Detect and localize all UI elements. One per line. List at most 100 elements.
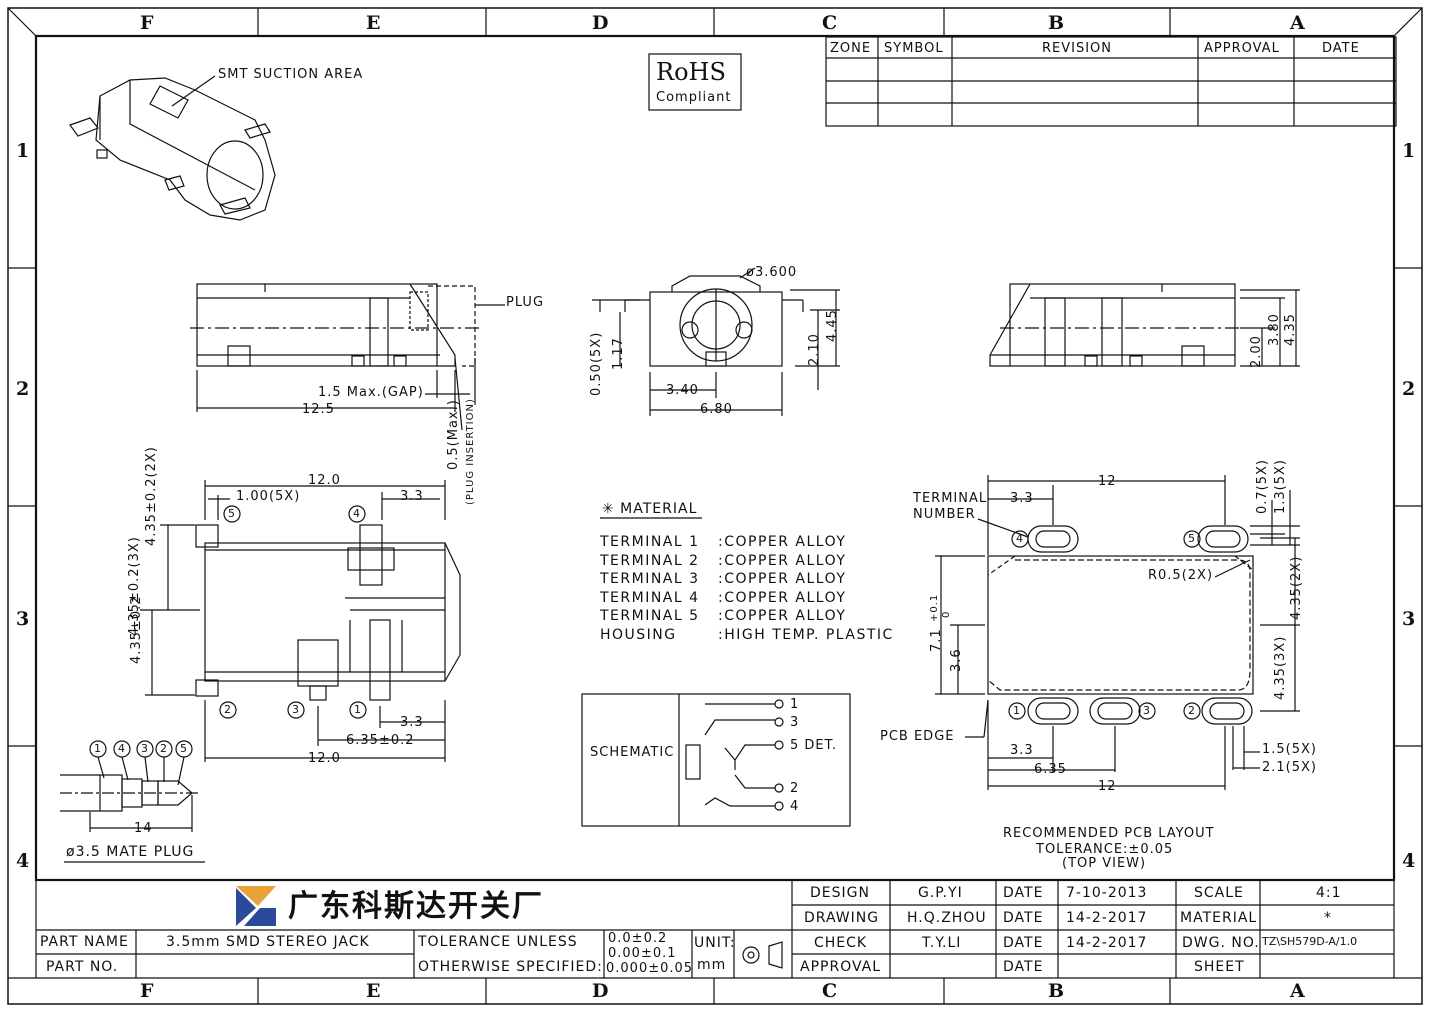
rohs-title: RoHS bbox=[656, 58, 726, 86]
front-dim-210: 2.10 bbox=[807, 333, 822, 366]
zone-bottom-d: D bbox=[592, 980, 609, 1002]
drawing-date: 14-2-2017 bbox=[1066, 910, 1148, 926]
company-name: 广东科斯达开关厂 bbox=[288, 889, 544, 924]
pad-1-label: 1 bbox=[1013, 704, 1021, 717]
pcb-dim-07: 0.7(5X) bbox=[1255, 459, 1270, 514]
material-row: TERMINAL 3:COPPER ALLOY bbox=[600, 571, 894, 590]
top-dim-12: 12.0 bbox=[308, 473, 341, 488]
zone-top-a: A bbox=[1290, 12, 1305, 34]
terminal-number-label-1: TERMINAL bbox=[913, 491, 988, 506]
design-date: 7-10-2013 bbox=[1066, 885, 1148, 901]
material-name: TERMINAL 3 bbox=[600, 571, 700, 587]
company-logo bbox=[236, 886, 276, 926]
top-dim-33-bottom: 3.3 bbox=[400, 715, 424, 730]
front-dim-680: 6.80 bbox=[700, 402, 733, 417]
pad-4-label: 4 bbox=[1016, 532, 1024, 545]
material-title: ✳ MATERIAL bbox=[602, 501, 698, 517]
pcb-dim-13: 1.3(5X) bbox=[1273, 459, 1288, 514]
right-dim-200: 2.00 bbox=[1249, 335, 1264, 368]
terminal-3-label: 3 bbox=[292, 703, 300, 716]
check-date: 14-2-2017 bbox=[1066, 935, 1148, 951]
rev-header-zone: ZONE bbox=[830, 41, 872, 56]
zone-top-d: D bbox=[592, 12, 609, 34]
length-dim: 12.5 bbox=[302, 402, 335, 417]
terminal-1-label: 1 bbox=[354, 703, 362, 716]
check-by: T.Y.LI bbox=[922, 935, 962, 951]
terminal-number-label-2: NUMBER bbox=[913, 507, 976, 522]
zone-bottom-e: E bbox=[366, 980, 381, 1002]
right-dim-435: 4.35 bbox=[1283, 313, 1298, 346]
design-label: DESIGN bbox=[810, 885, 870, 901]
tolerance-value-1: 0.0±0.2 bbox=[608, 931, 668, 946]
terminal-5-label: 5 bbox=[228, 507, 236, 520]
insertion-note: (PLUG INSERTION) bbox=[465, 398, 476, 505]
pcb-r05: R0.5(2X) bbox=[1148, 568, 1214, 583]
rev-header-approval: APPROVAL bbox=[1204, 41, 1280, 56]
scale-label: SCALE bbox=[1194, 885, 1244, 901]
insertion-dim: 0.5(Max.) bbox=[446, 399, 461, 470]
design-date-label: DATE bbox=[1003, 885, 1044, 901]
front-dim-117: 1.17 bbox=[611, 337, 626, 370]
material-name: HOUSING bbox=[600, 626, 677, 643]
part-name-value: 3.5mm SMD STEREO JACK bbox=[166, 934, 370, 950]
zone-bottom-c: C bbox=[822, 980, 838, 1002]
zone-top-e: E bbox=[366, 12, 381, 34]
zone-left-2: 2 bbox=[16, 378, 30, 400]
tolerance-line-1: TOLERANCE UNLESS bbox=[418, 934, 578, 950]
terminal-2-label: 2 bbox=[224, 703, 232, 716]
zone-bottom-a: A bbox=[1290, 980, 1305, 1002]
pcb-dim-33-top: 3.3 bbox=[1010, 491, 1034, 506]
zone-right-2: 2 bbox=[1402, 378, 1416, 400]
zone-right-3: 3 bbox=[1402, 608, 1416, 630]
pcb-dim-635: 6.35 bbox=[1034, 762, 1067, 777]
pcb-caption-2: TOLERANCE:±0.05 bbox=[1036, 842, 1174, 857]
top-dim-635: 6.35±0.2 bbox=[346, 733, 415, 748]
dwg-no-value: TZ\SH579D-A/1.0 bbox=[1262, 935, 1358, 948]
top-dim-33: 3.3 bbox=[400, 489, 424, 504]
suction-area-callout: SMT SUCTION AREA bbox=[218, 67, 364, 82]
mate-plug-caption: ø3.5 MATE PLUG bbox=[66, 844, 195, 860]
check-date-label: DATE bbox=[1003, 935, 1044, 951]
unit-value: mm bbox=[697, 957, 727, 973]
schematic-label: SCHEMATIC bbox=[590, 745, 675, 760]
zone-bottom-f: F bbox=[140, 980, 154, 1002]
tolerance-value-2: 0.00±0.1 bbox=[608, 946, 677, 961]
material-value: :COPPER ALLOY bbox=[718, 534, 847, 550]
material-row: TERMINAL 1:COPPER ALLOY bbox=[600, 534, 894, 553]
pcb-dim-36: 3.6 bbox=[949, 648, 964, 672]
plug-num-5: 5 bbox=[180, 742, 188, 755]
zone-top-f: F bbox=[140, 12, 154, 34]
material-row: HOUSING:HIGH TEMP. PLASTIC bbox=[600, 627, 894, 646]
right-dim-380: 3.80 bbox=[1267, 313, 1282, 346]
gap-dim: 1.5 Max.(GAP) bbox=[318, 385, 424, 400]
schematic-pin-3: 3 bbox=[790, 715, 800, 730]
zone-left-3: 3 bbox=[16, 608, 30, 630]
drawing-label: DRAWING bbox=[804, 910, 880, 926]
schematic-pin-1: 1 bbox=[790, 697, 800, 712]
material-name: TERMINAL 2 bbox=[600, 552, 700, 569]
approval-label: APPROVAL bbox=[800, 959, 882, 975]
top-dim-12-bottom: 12.0 bbox=[308, 751, 341, 766]
front-dim-050: 0.50(5X) bbox=[589, 331, 604, 396]
zone-left-1: 1 bbox=[16, 140, 30, 162]
material-list: TERMINAL 1:COPPER ALLOY TERMINAL 2 :COPPE… bbox=[600, 534, 894, 645]
diameter-dim: ø3.600 bbox=[746, 265, 798, 280]
pcb-dim-435-3x: 4.35(3X) bbox=[1273, 635, 1288, 700]
zone-right-4: 4 bbox=[1402, 850, 1416, 872]
tolerance-line-2: OTHERWISE SPECIFIED: bbox=[418, 959, 603, 975]
pcb-dim-12-bottom: 12 bbox=[1098, 779, 1117, 794]
drawing-date-label: DATE bbox=[1003, 910, 1044, 926]
plug-num-3: 3 bbox=[141, 742, 149, 755]
material-label: MATERIAL bbox=[1180, 910, 1258, 926]
tolerance-value-3: 0.000±0.05 bbox=[606, 961, 694, 976]
pcb-dim-71-tol-zero: 0 bbox=[941, 610, 952, 618]
zone-top-b: B bbox=[1048, 12, 1065, 34]
pcb-dim-21: 2.1(5X) bbox=[1262, 760, 1317, 775]
material-name: TERMINAL 5 bbox=[600, 608, 700, 624]
material-name: TERMINAL 4 bbox=[600, 589, 700, 606]
plug-length: 14 bbox=[134, 821, 153, 836]
rohs-subtitle: Compliant bbox=[656, 90, 732, 105]
schematic-pin-5: 5 DET. bbox=[790, 738, 838, 753]
